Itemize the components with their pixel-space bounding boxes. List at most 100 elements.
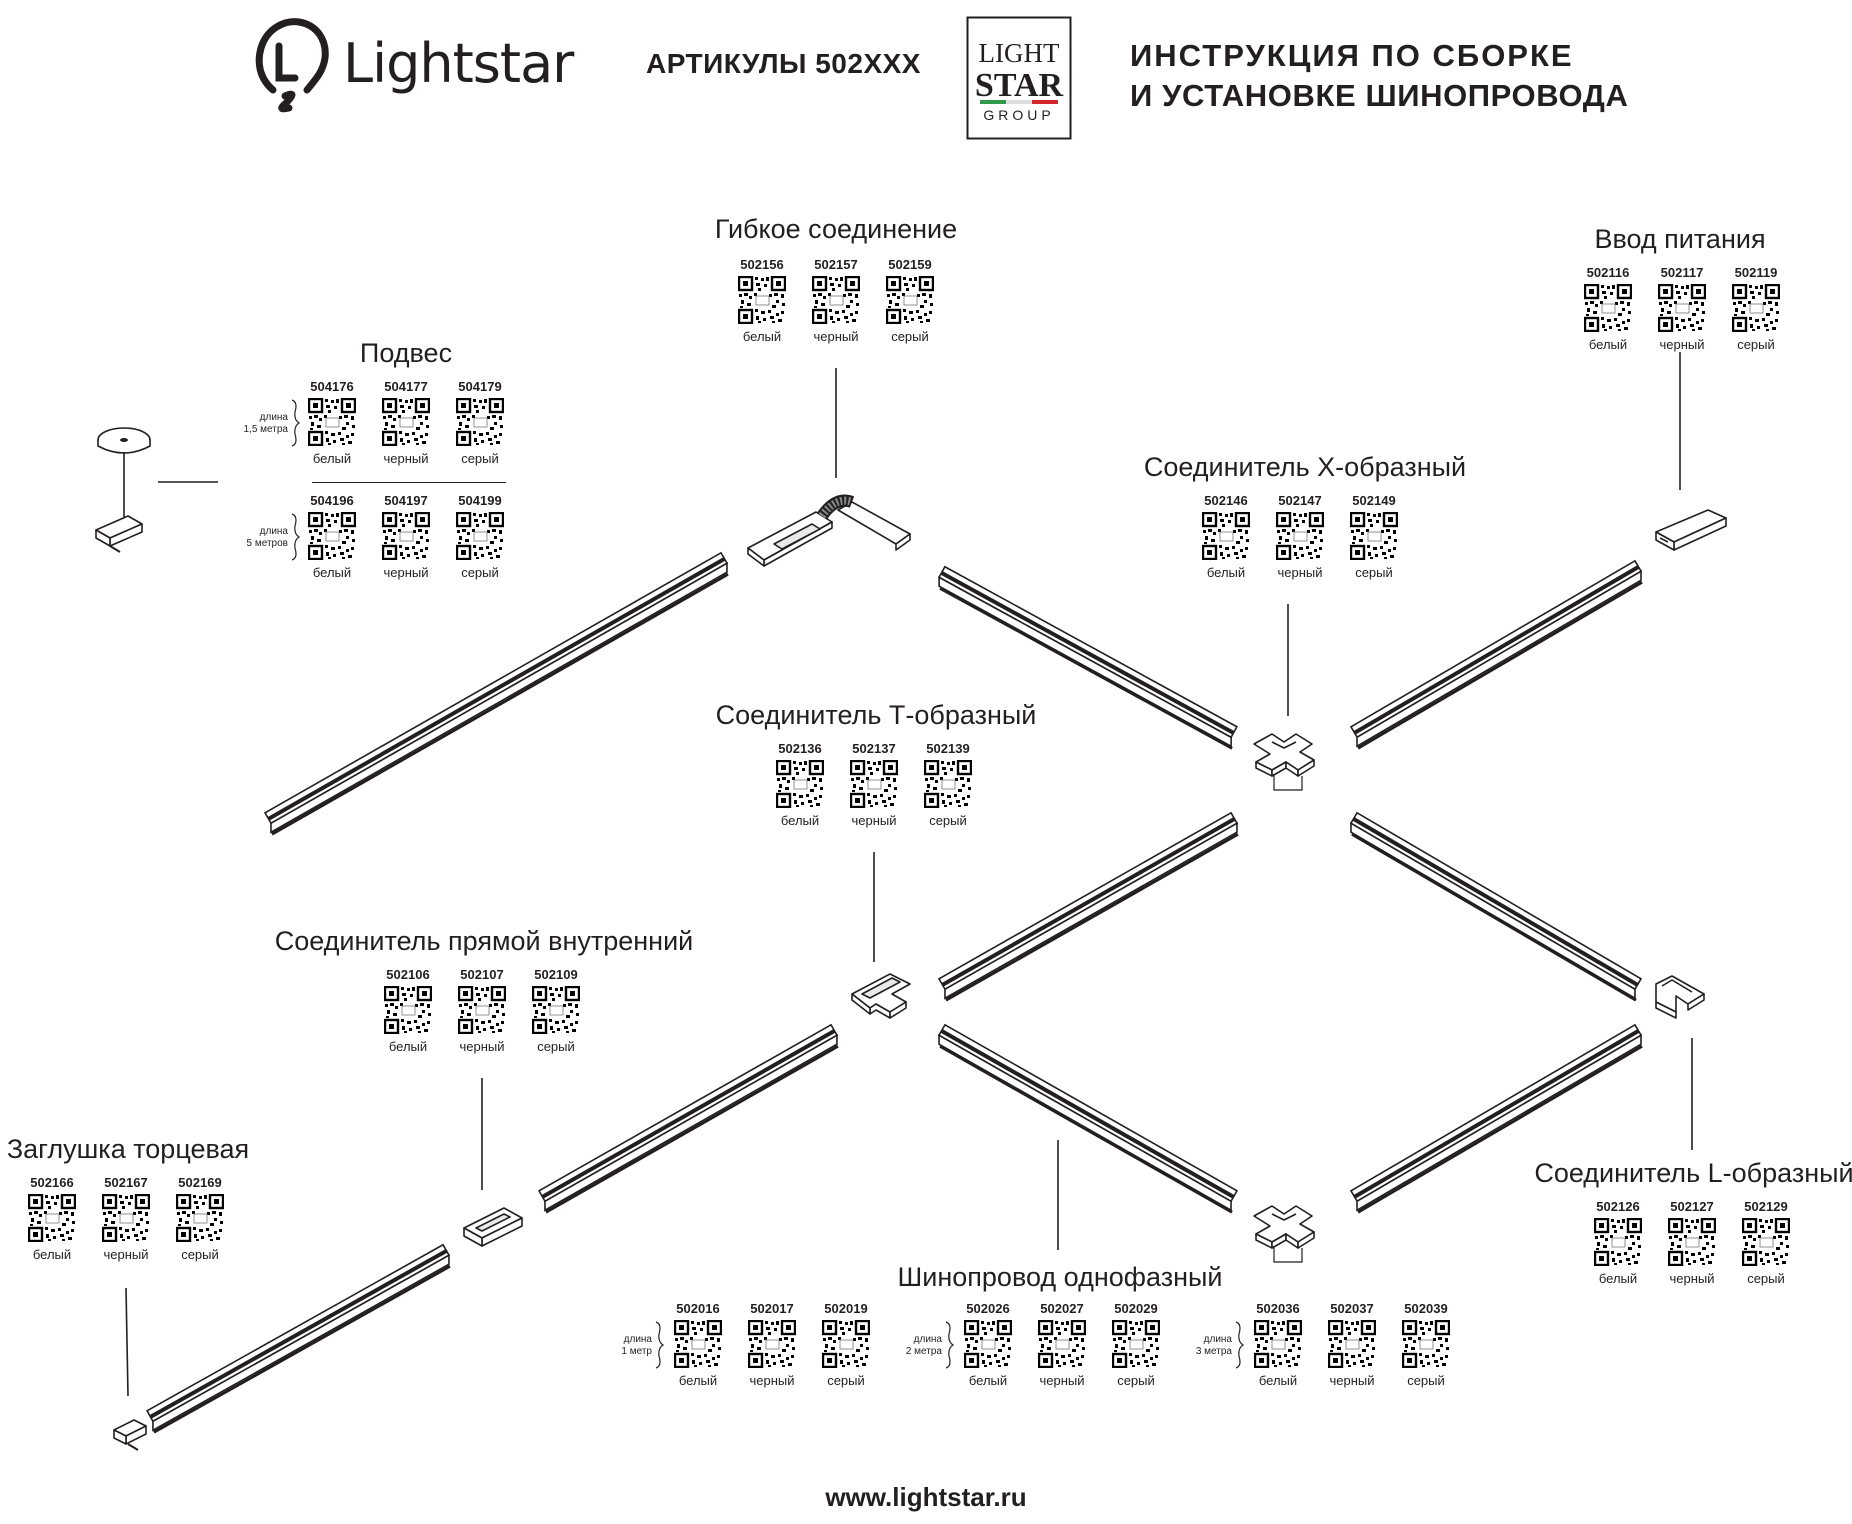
qr-code-icon bbox=[382, 512, 430, 560]
instruction-title: ИНСТРУКЦИЯ ПО СБОРКЕ И УСТАНОВКЕ ШИНОПРО… bbox=[1130, 36, 1628, 116]
article-code: 502119 bbox=[1734, 265, 1778, 280]
l-connector-title: Соединитель L-образный bbox=[1534, 1158, 1852, 1188]
article-code: 504199 bbox=[458, 493, 502, 508]
length-value: 3 метра bbox=[1195, 1346, 1232, 1357]
article-code: 502139 bbox=[926, 741, 970, 756]
qr-code-icon bbox=[456, 398, 504, 446]
track-rail bbox=[145, 1243, 451, 1434]
track-rails bbox=[145, 551, 1643, 1434]
qr-code-icon bbox=[776, 760, 824, 808]
track-rail bbox=[937, 811, 1239, 1002]
product-item: 502016 белый bbox=[668, 1300, 728, 1390]
qr-code-icon bbox=[1328, 1320, 1376, 1368]
website-url: www.lightstar.ru bbox=[825, 1482, 1027, 1512]
product-item: 502137 черный bbox=[844, 740, 904, 830]
rail-slot bbox=[940, 571, 1235, 735]
qr-code-icon bbox=[1402, 1320, 1450, 1368]
qr-code-icon bbox=[1732, 284, 1780, 332]
color-name: белый bbox=[312, 565, 352, 580]
color-name: черный bbox=[813, 329, 859, 344]
color-name: черный bbox=[851, 813, 897, 828]
article-code: 502016 bbox=[676, 1301, 720, 1316]
qr-code-icon bbox=[1254, 1320, 1302, 1368]
article-code: 502019 bbox=[824, 1301, 868, 1316]
color-name: белый bbox=[742, 329, 782, 344]
brand-wordmark: Lightstar bbox=[343, 32, 575, 95]
article-code: 502027 bbox=[1040, 1301, 1084, 1316]
article-code: 502169 bbox=[178, 1175, 222, 1190]
qr-code-icon bbox=[1658, 284, 1706, 332]
article-code: 502137 bbox=[852, 741, 896, 756]
color-name: белый bbox=[388, 1039, 428, 1054]
article-code: 502127 bbox=[1670, 1199, 1714, 1214]
x-connector-title: Соединитель X-образный bbox=[1143, 452, 1467, 482]
article-code: 504176 bbox=[310, 379, 354, 394]
articles-label: АРТИКУЛЫ 502XXX bbox=[646, 48, 921, 79]
bulb-icon bbox=[255, 18, 329, 113]
article-code: 502166 bbox=[30, 1175, 74, 1190]
article-code: 502167 bbox=[104, 1175, 148, 1190]
length-value: 1 метр bbox=[621, 1346, 652, 1357]
brace-icon bbox=[655, 1321, 664, 1369]
straight-connector-part bbox=[463, 1207, 523, 1247]
rail-bottom bbox=[939, 586, 1233, 750]
length-word: длина bbox=[1203, 1334, 1232, 1345]
qr-code-icon bbox=[176, 1194, 224, 1242]
brace-icon bbox=[1235, 1321, 1244, 1369]
rail-side bbox=[938, 1033, 1232, 1212]
color-name: черный bbox=[1277, 565, 1323, 580]
color-name: серый bbox=[827, 1373, 865, 1388]
end-cap-part bbox=[113, 1419, 147, 1451]
product-item: 502139 серый bbox=[918, 740, 978, 830]
length-word: длина bbox=[913, 1334, 942, 1345]
track-rail bbox=[1349, 811, 1643, 1002]
length-value: 2 метра bbox=[905, 1346, 942, 1357]
color-name: белый bbox=[968, 1373, 1008, 1388]
article-code: 502146 bbox=[1204, 493, 1248, 508]
flex-title: Гибкое соединение bbox=[714, 214, 958, 244]
track-rail bbox=[1349, 559, 1643, 750]
l-connector-part bbox=[1655, 975, 1705, 1019]
qr-code-icon bbox=[748, 1320, 796, 1368]
color-name: серый bbox=[461, 451, 499, 466]
article-code: 502109 bbox=[534, 967, 578, 982]
article-code: 502036 bbox=[1256, 1301, 1300, 1316]
color-name: белый bbox=[32, 1247, 72, 1262]
article-code: 502039 bbox=[1404, 1301, 1448, 1316]
article-code: 502017 bbox=[750, 1301, 794, 1316]
group-logo-line1: LIGHT bbox=[979, 38, 1060, 68]
rail-slot bbox=[940, 1029, 1235, 1199]
rail-bottom bbox=[271, 572, 729, 836]
rail-bottom bbox=[1357, 1044, 1643, 1214]
color-name: серый bbox=[929, 813, 967, 828]
color-name: черный bbox=[1329, 1373, 1375, 1388]
rail-slot bbox=[941, 817, 1236, 987]
brace-icon bbox=[945, 1321, 954, 1369]
t-connector-part bbox=[851, 973, 911, 1019]
color-name: белый bbox=[678, 1373, 718, 1388]
rail-slot bbox=[1353, 565, 1640, 735]
track-rail bbox=[537, 1023, 839, 1214]
color-name: черный bbox=[749, 1373, 795, 1388]
product-item: 502017 черный bbox=[742, 1300, 802, 1390]
